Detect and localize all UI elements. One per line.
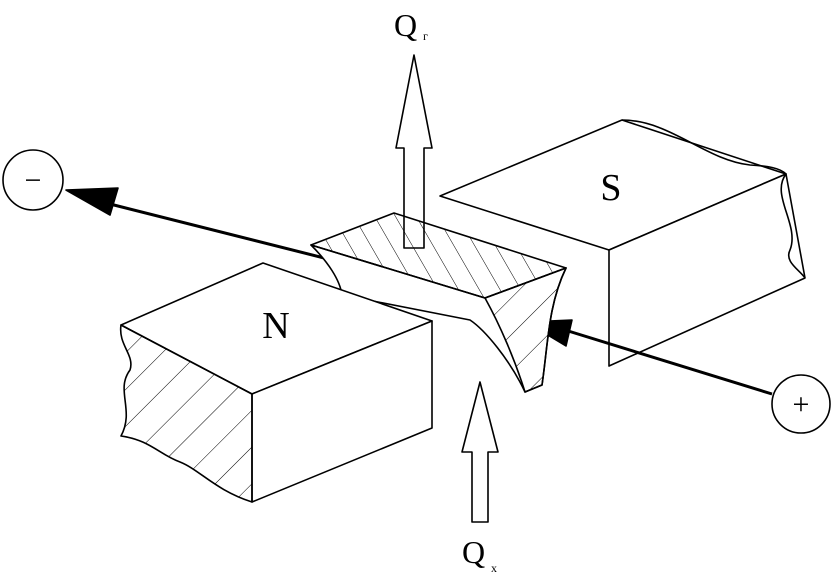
north-magnet-hatched-face [119,324,253,503]
south-pole-label: S [600,167,621,209]
south-magnet-side-break [780,173,806,279]
negative-terminal-label: − [25,164,42,197]
heat-out-label: Q [394,7,417,43]
heat-in-label: Q [462,534,485,570]
positive-terminal-label: + [793,388,810,421]
south-magnet-block [439,119,806,367]
negative-terminal-circle [2,149,64,211]
heat-in-arrow [461,381,499,523]
current-in-wire [564,328,773,396]
heat-in-subscript: x [491,561,497,575]
conductor-right-end [484,267,567,393]
conductor-left-edge [310,244,486,299]
north-pole-label: N [262,305,289,347]
positive-terminal-circle [771,374,831,434]
current-out-arrowhead [65,187,119,216]
north-magnet-block [119,262,433,503]
current-out-wire [109,202,341,264]
conductor-element [310,212,567,393]
south-magnet-break-edge [621,119,787,175]
heat-out-subscript: г [423,29,428,43]
